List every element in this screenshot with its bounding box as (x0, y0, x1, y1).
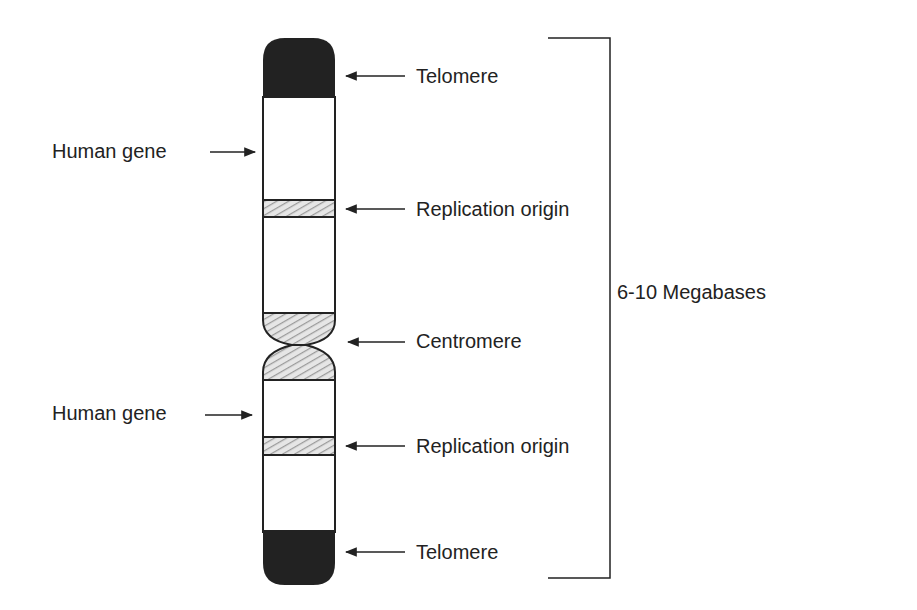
leader-arrow (210, 151, 255, 153)
leader-arrow (346, 75, 405, 77)
chromosome-arm (263, 380, 335, 532)
part-label: Replication origin (416, 197, 569, 221)
leader-arrow (205, 414, 252, 416)
size-bracket (548, 38, 610, 578)
part-label: Centromere (416, 329, 522, 353)
part-label: 6-10 Megabases (617, 280, 766, 304)
telomere-cap (263, 530, 335, 585)
leader-arrow (346, 208, 405, 210)
origin-band (263, 200, 335, 217)
part-label: Human gene (52, 139, 167, 163)
origin-band (263, 437, 335, 455)
part-label: Telomere (416, 540, 498, 564)
chromosome-arm (263, 97, 335, 315)
leader-arrow (346, 445, 405, 447)
part-label: Replication origin (416, 434, 569, 458)
leader-arrow (346, 551, 405, 553)
leader-arrow (348, 341, 405, 343)
telomere-cap (263, 38, 335, 98)
part-label: Human gene (52, 401, 167, 425)
centromere-cap (263, 345, 335, 380)
part-label: Telomere (416, 64, 498, 88)
centromere-cap (263, 313, 335, 345)
